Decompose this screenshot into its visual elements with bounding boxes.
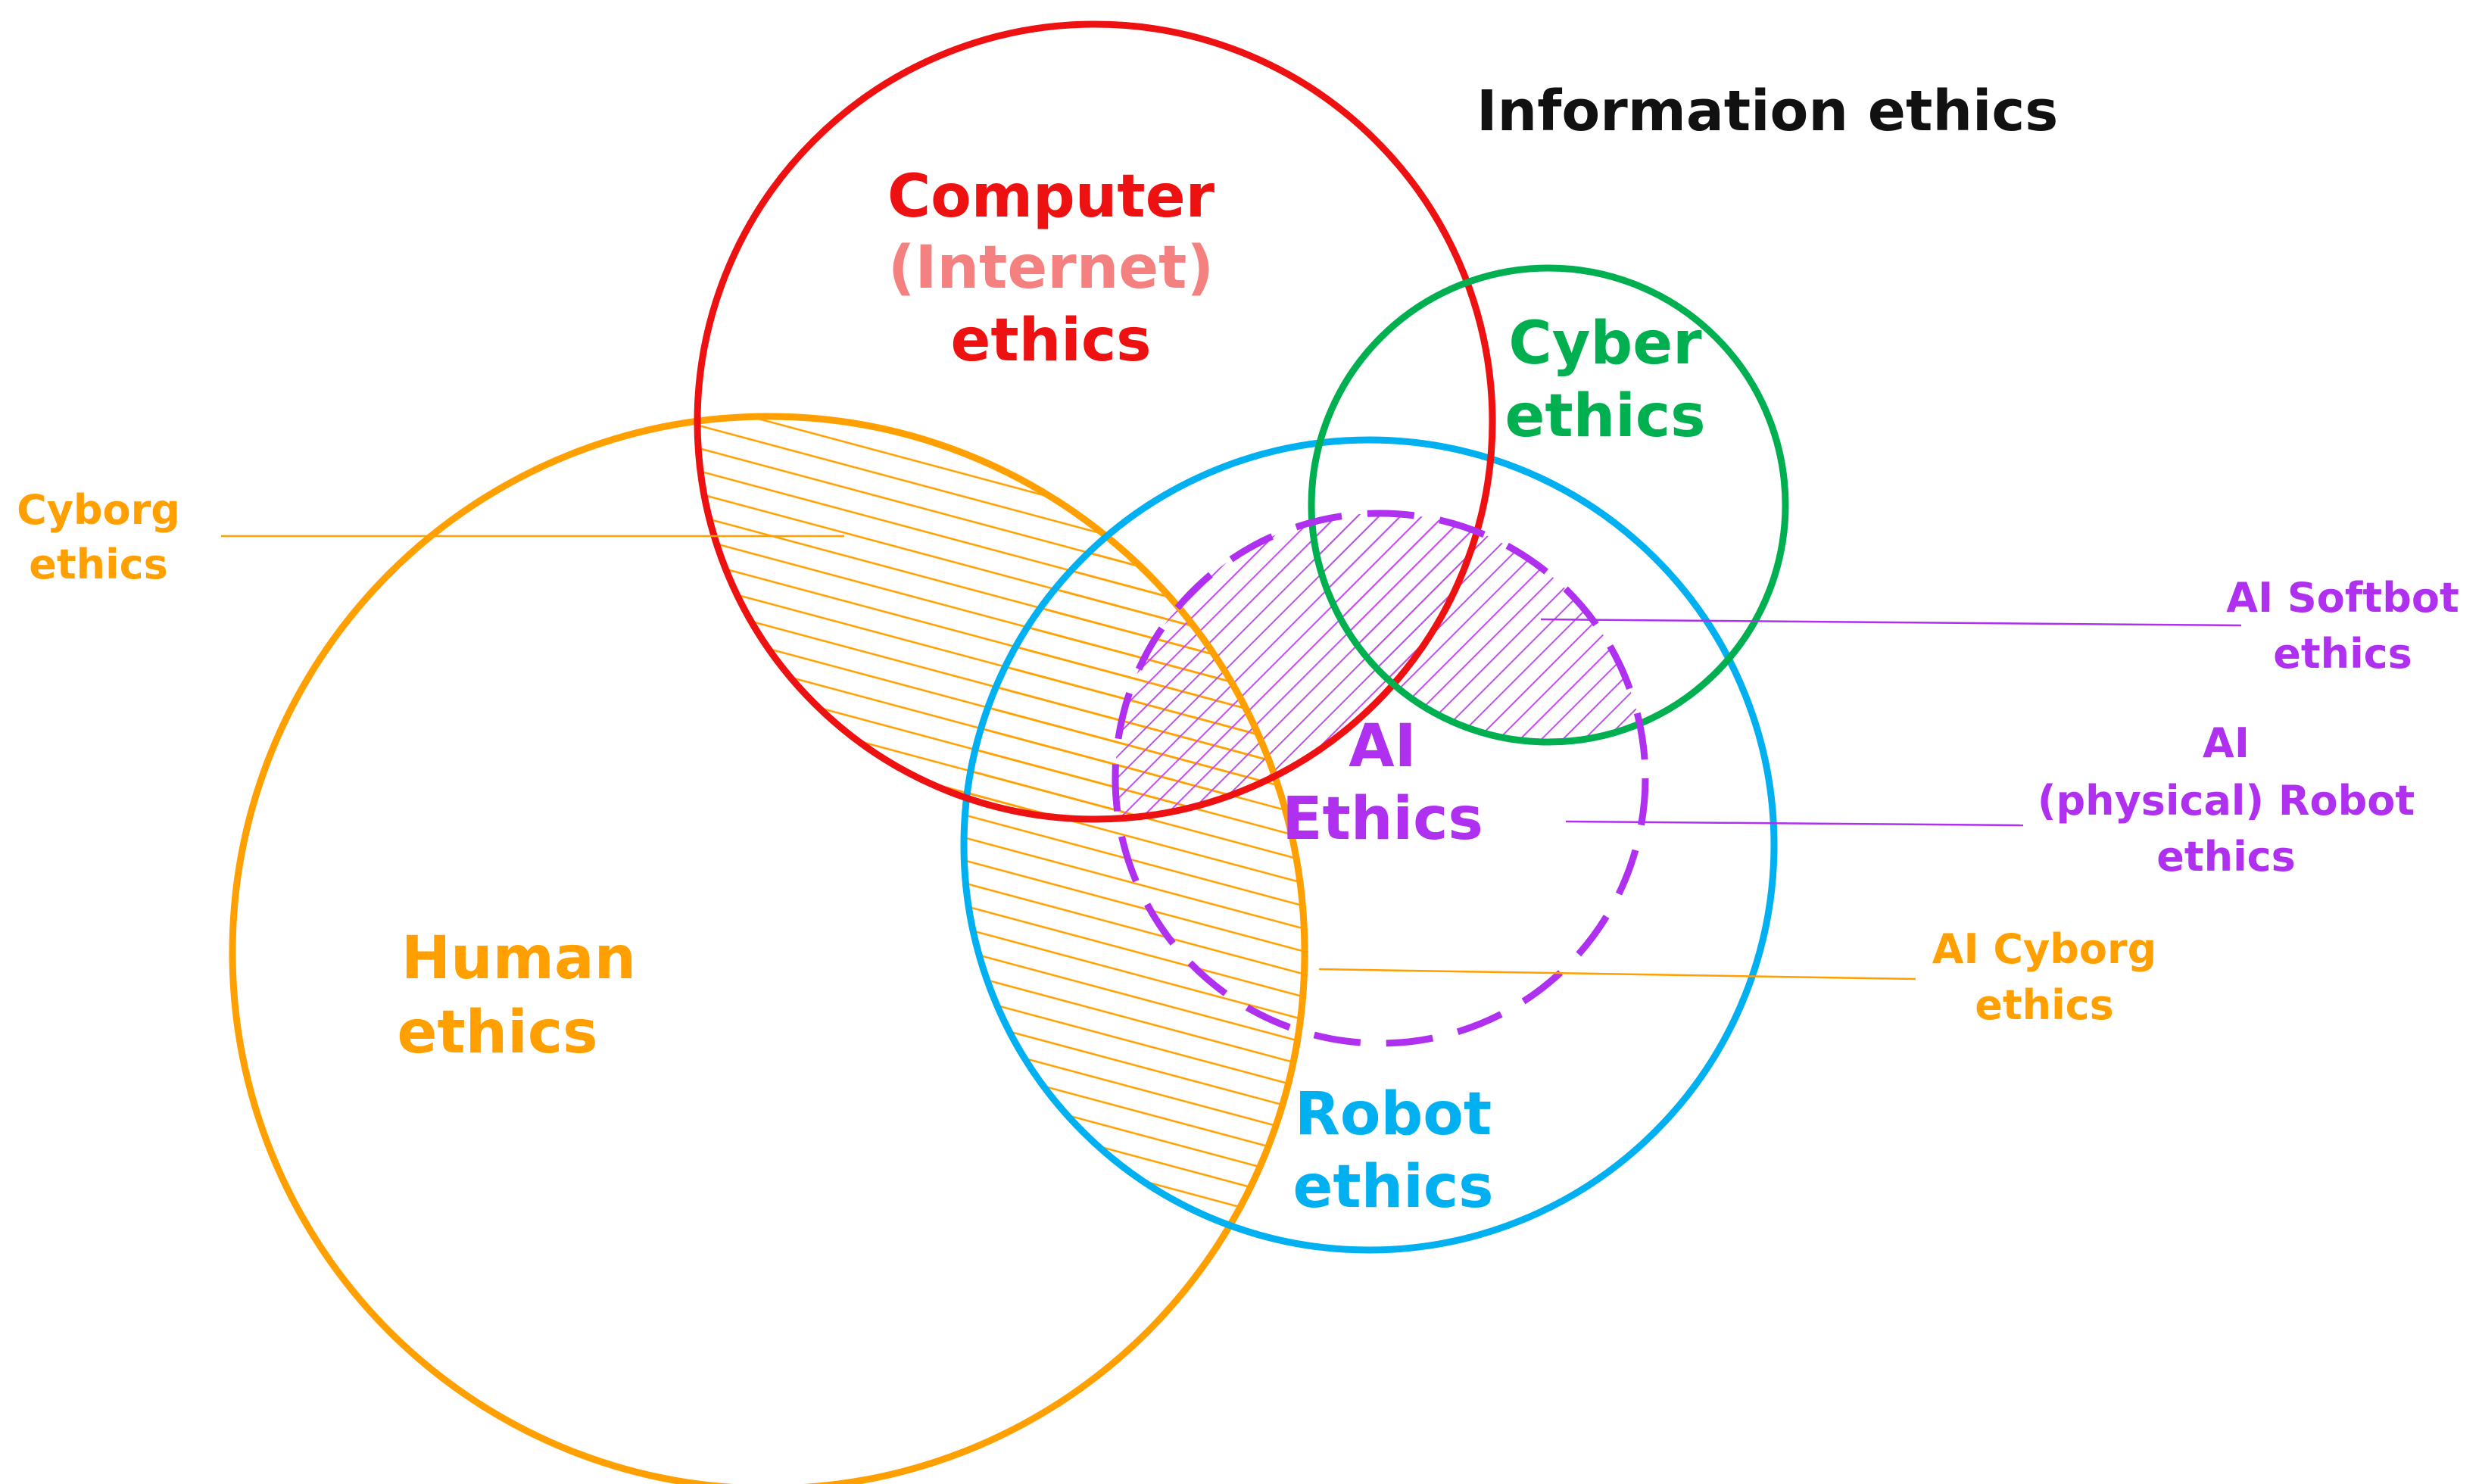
human-ethics-circle [229,413,1308,1484]
computer-ethics-label-line1: Computer [887,163,1215,231]
robot-ethics-label-line2: ethics [1292,1153,1493,1221]
cyber-ethics-circle [1308,264,1789,746]
ai-robot-callout-line1: AI [2203,719,2250,767]
computer-ethics-label-line2: (Internet) [888,234,1214,302]
ai-robot-callout-line3: ethics [2156,833,2296,881]
ai-softbot-callout-line1: AI Softbot [2226,574,2459,622]
ai-softbot-leader-line [1540,618,2242,627]
robot-ethics-circle [960,436,1778,1254]
ai-cyborg-callout-line1: AI Cyborg [1932,925,2157,973]
ai-ethics-label-line2: Ethics [1282,785,1483,853]
cyber-ethics-label-line2: ethics [1504,382,1705,450]
human-ethics-label-line1: Human [401,924,636,993]
diagram-title: Information ethics [1476,79,2058,144]
ai-cyborg-callout-line2: ethics [1975,981,2114,1029]
hatch-ai-cyber [1311,513,1645,742]
ai-softbot-callout-line2: ethics [2273,630,2412,678]
cyborg-ethics-callout-line2: ethics [29,541,168,588]
computer-ethics-circle [694,20,1496,823]
computer-ethics-label-line3: ethics [950,307,1151,375]
ai-cyborg-leader-line [1318,968,1916,980]
cyber-ethics-label-line1: Cyber [1508,310,1702,378]
ai-ethics-label-line1: AI [1349,712,1416,781]
human-ethics-label-line2: ethics [397,999,597,1067]
ai-robot-callout-line2: (physical) Robot [2038,777,2415,825]
hatch-ai-computer [1115,513,1492,819]
cyborg-ethics-callout-line1: Cyborg [17,486,180,534]
robot-ethics-label-line1: Robot [1295,1080,1492,1149]
ai-ethics-circle [1112,510,1649,1047]
ai-robot-leader-line [1565,820,2024,827]
